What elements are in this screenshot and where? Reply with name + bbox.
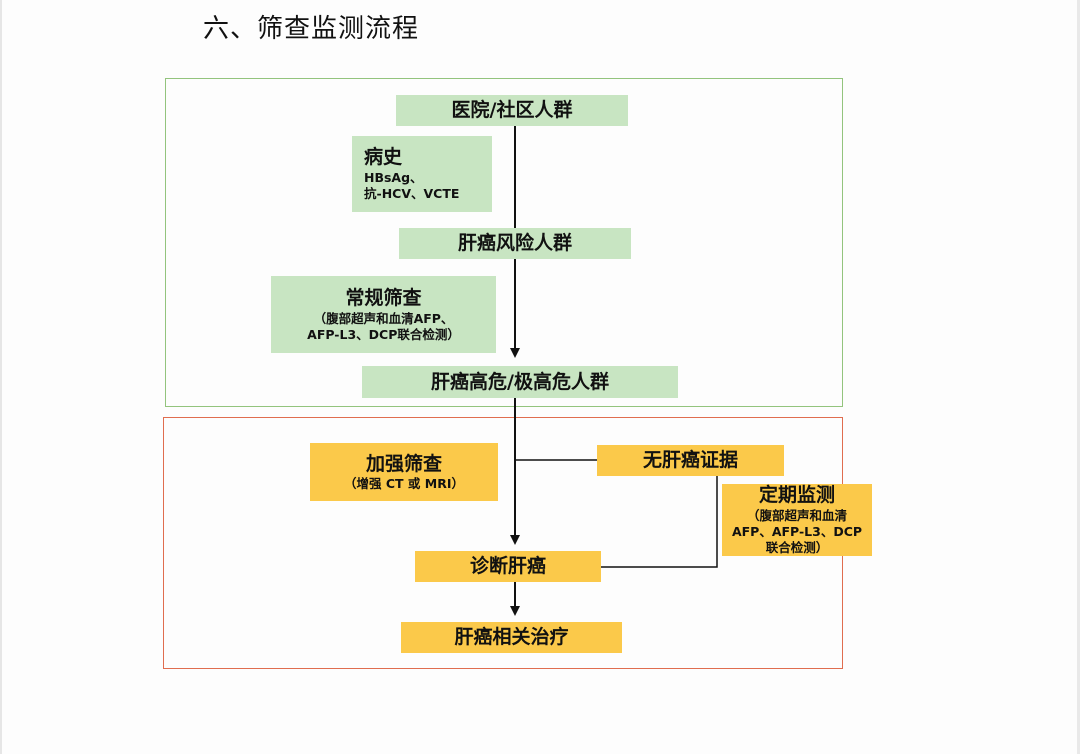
- node-routine-title: 常规筛查: [345, 286, 422, 309]
- connector-monitor-loop: [601, 476, 718, 568]
- node-treatment: 肝癌相关治疗: [401, 622, 622, 653]
- node-risk-group: 肝癌风险人群: [399, 228, 631, 259]
- node-routine-line-2: AFP-L3、DCP联合检测）: [307, 326, 460, 342]
- node-population: 医院/社区人群: [396, 95, 628, 126]
- node-no-evidence: 无肝癌证据: [597, 445, 784, 476]
- node-treatment-label: 肝癌相关治疗: [454, 626, 569, 649]
- node-periodic-line-1: （腹部超声和血清: [746, 507, 847, 523]
- node-periodic-line-2: AFP、AFP-L3、DCP: [731, 524, 863, 540]
- node-high-risk-label: 肝癌高危/极高危人群: [431, 370, 609, 393]
- node-enhanced-screening: 加强筛查 （增强 CT 或 MRI）: [310, 443, 498, 501]
- node-risk-group-label: 肝癌风险人群: [457, 232, 572, 255]
- node-enhanced-line-1: （增强 CT 或 MRI）: [344, 476, 464, 492]
- node-history-line-2: 抗-HCV、VCTE: [364, 186, 460, 202]
- page-edge-left: [0, 0, 2, 754]
- page-title: 六、筛查监测流程: [203, 14, 420, 44]
- node-periodic-title: 定期监测: [758, 484, 835, 507]
- node-periodic-line-3: 联合检测）: [765, 540, 829, 556]
- screening-region: [165, 78, 843, 407]
- node-enhanced-title: 加强筛查: [365, 452, 442, 475]
- node-routine-screening: 常规筛查 （腹部超声和血清AFP、 AFP-L3、DCP联合检测）: [271, 276, 496, 353]
- node-history: 病史 HBsAg、 抗-HCV、VCTE: [352, 136, 492, 212]
- node-history-line-1: HBsAg、: [364, 170, 423, 186]
- node-routine-line-1: （腹部超声和血清AFP、: [313, 310, 454, 326]
- node-population-label: 医院/社区人群: [451, 99, 573, 122]
- node-periodic-monitoring: 定期监测 （腹部超声和血清 AFP、AFP-L3、DCP 联合检测）: [722, 484, 872, 556]
- node-diagnosis-label: 诊断肝癌: [469, 555, 546, 578]
- page-edge-right: [1077, 0, 1080, 754]
- node-history-title: 病史: [364, 146, 403, 169]
- node-high-risk: 肝癌高危/极高危人群: [362, 366, 678, 398]
- node-no-evidence-label: 无肝癌证据: [642, 449, 738, 472]
- node-diagnosis: 诊断肝癌: [415, 551, 601, 582]
